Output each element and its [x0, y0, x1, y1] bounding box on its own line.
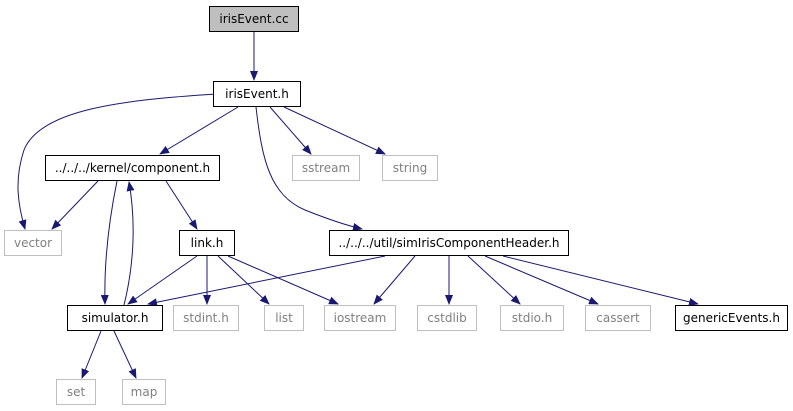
edge-simIrisComponentHeader-h-to-stdio-h [467, 255, 521, 305]
node-set: set [56, 379, 96, 405]
edge-simIrisComponentHeader-h-to-cassert [484, 255, 599, 305]
node-iostream: iostream [324, 305, 396, 331]
edge-link-h-to-simulator-h [127, 255, 198, 305]
edge-link-h-to-iostream [227, 255, 339, 305]
node-stdio-h: stdio.h [500, 305, 564, 331]
edge-simIrisComponentHeader-h-to-simulator-h [147, 255, 386, 307]
edge-component-h-to-simulator-h [100, 180, 118, 305]
node-string: string [382, 155, 438, 181]
node-irisEvent-h[interactable]: irisEvent.h [213, 81, 301, 107]
edge-simulator-h-to-map [113, 330, 137, 379]
node-component-h[interactable]: ../../../kernel/component.h [45, 155, 220, 181]
edge-simIrisComponentHeader-h-to-genericEvents-h [502, 255, 699, 306]
edge-irisEvent-h-to-simIrisComponentHeader-h [255, 106, 363, 231]
node-link-h[interactable]: link.h [179, 230, 235, 256]
node-list: list [264, 305, 304, 331]
node-cassert: cassert [585, 305, 651, 331]
edge-simulator-h-to-component-h [123, 181, 135, 306]
edge-irisEvent-h-to-component-h [159, 106, 239, 155]
node-sstream: sstream [292, 155, 360, 181]
edge-irisEvent-h-to-sstream [269, 106, 312, 155]
node-irisEvent-cc[interactable]: irisEvent.cc [209, 6, 299, 32]
edge-irisEvent-h-to-vector [17, 93, 218, 230]
edge-component-h-to-vector [51, 180, 99, 230]
node-cstdlib: cstdlib [417, 305, 477, 331]
node-simulator-h[interactable]: simulator.h [67, 305, 163, 331]
edge-link-h-to-list [217, 255, 270, 305]
edge-simulator-h-to-set [81, 330, 102, 379]
edge-component-h-to-link-h [165, 180, 198, 230]
edge-irisEvent-h-to-string [283, 106, 386, 155]
node-vector: vector [4, 230, 62, 256]
node-genericEvents-h[interactable]: genericEvents.h [675, 305, 788, 331]
node-map: map [122, 379, 166, 405]
edge-simIrisComponentHeader-h-to-iostream [373, 255, 416, 305]
node-simIrisComponentHeader-h[interactable]: ../../../util/simIrisComponentHeader.h [329, 230, 569, 256]
node-stdint-h: stdint.h [173, 305, 239, 331]
